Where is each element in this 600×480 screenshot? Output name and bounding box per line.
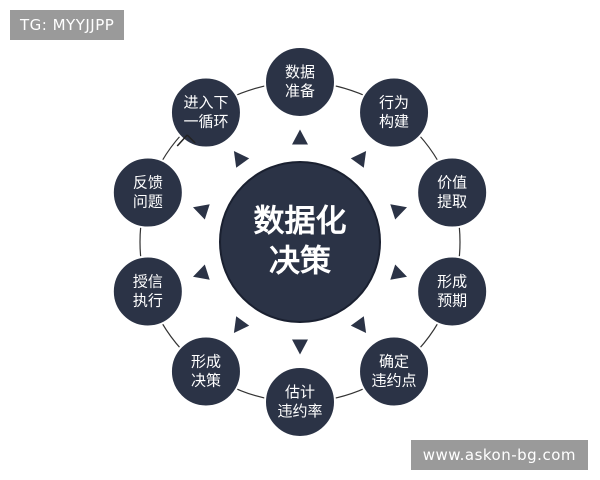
step-node-label: 一循环 xyxy=(183,113,228,131)
step-node-label: 数据 xyxy=(285,63,315,81)
step-node-circle xyxy=(358,335,431,408)
step-node-circle xyxy=(169,76,242,149)
step-node-circle xyxy=(264,46,336,118)
step-node-label: 预期 xyxy=(437,291,467,309)
step-node-circle xyxy=(111,255,184,328)
direction-arrow-icon xyxy=(292,129,308,145)
step-node-label: 形成 xyxy=(437,272,467,290)
cycle-entry-arrow-icon xyxy=(176,134,196,147)
direction-arrow-icon xyxy=(390,264,407,280)
step-node-label: 违约点 xyxy=(372,371,417,389)
step-node-label: 反馈 xyxy=(133,174,163,192)
direction-arrow-icon xyxy=(233,151,250,168)
step-node-circle xyxy=(358,76,431,149)
step-node-label: 形成 xyxy=(191,352,221,370)
direction-arrow-icon xyxy=(350,151,367,168)
step-node-label: 价值 xyxy=(437,174,467,192)
step-node-circle xyxy=(169,335,242,408)
step-node-label: 违约率 xyxy=(277,402,322,420)
step-node-label: 提取 xyxy=(437,193,467,211)
step-node-label: 准备 xyxy=(285,82,315,100)
center-node: 数据化 决策 xyxy=(219,161,381,323)
direction-arrow-icon xyxy=(193,204,210,220)
direction-arrow-icon xyxy=(193,264,210,280)
step-node-label: 授信 xyxy=(133,272,163,290)
step-node-label: 行为 xyxy=(379,94,409,112)
step-node-label: 执行 xyxy=(133,291,163,309)
center-title-line-2: 决策 xyxy=(269,244,331,280)
step-node-label: 进入下 xyxy=(183,94,228,112)
step-node-circle xyxy=(416,156,489,229)
tag-badge: TG: MYYJJPP xyxy=(10,10,125,40)
step-node-circle xyxy=(264,366,336,438)
direction-arrow-icon xyxy=(350,316,367,333)
step-node-label: 问题 xyxy=(133,193,163,211)
direction-arrow-icon xyxy=(292,339,308,355)
step-node-circle xyxy=(111,156,184,229)
step-node-label: 估计 xyxy=(285,383,315,401)
direction-arrow-icon xyxy=(390,204,407,220)
arrow-layer xyxy=(193,129,407,355)
step-node-label: 构建 xyxy=(379,113,409,131)
center-circle xyxy=(219,161,381,323)
step-node-circle xyxy=(416,255,489,328)
watermark: www.askon-bg.com xyxy=(410,440,588,470)
step-node-label: 决策 xyxy=(191,371,221,389)
step-node-label: 确定 xyxy=(379,352,409,370)
direction-arrow-icon xyxy=(233,316,250,333)
center-title-line-1: 数据化 xyxy=(254,204,347,240)
step-nodes: 数据准备行为构建价值提取形成预期确定违约点估计违约率形成决策授信执行反馈问题进入… xyxy=(111,46,489,438)
